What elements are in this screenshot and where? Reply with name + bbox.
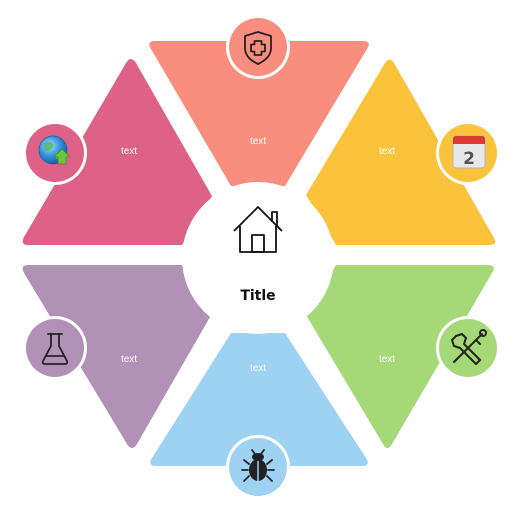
- segment-upper-left-label: text: [121, 146, 137, 157]
- segment-bottom-label: text: [250, 363, 266, 374]
- lower-right-icon-badge: [436, 316, 500, 380]
- bug-icon: [241, 449, 275, 482]
- medical-shield-icon: [244, 31, 272, 65]
- tools-icon: [451, 329, 487, 365]
- segment-lower-left: [22, 265, 210, 448]
- top-icon-badge: [226, 15, 290, 79]
- house-icon: [233, 206, 283, 253]
- globe-upload-icon: [38, 135, 71, 165]
- segment-bottom: [150, 333, 368, 466]
- upper-right-icon-badge: 2: [436, 121, 500, 185]
- calendar-day-number: 2: [463, 149, 475, 169]
- upper-left-icon-badge: [23, 121, 87, 185]
- segment-lower-right: [306, 265, 494, 448]
- segment-lower-left-label: text: [121, 354, 137, 365]
- segment-top-label: text: [250, 136, 266, 147]
- lower-left-icon-badge: [23, 316, 87, 380]
- calendar-icon: 2: [452, 135, 486, 169]
- segment-top: [149, 41, 369, 186]
- center-circle: [182, 182, 334, 334]
- center-title: Title: [240, 288, 275, 304]
- segment-upper-right: [306, 59, 496, 245]
- segment-lower-right-label: text: [379, 354, 395, 365]
- flask-icon: [41, 333, 69, 365]
- segment-upper-right-label: text: [379, 146, 395, 157]
- segment-upper-left: [22, 59, 212, 245]
- bottom-icon-badge: [226, 435, 290, 499]
